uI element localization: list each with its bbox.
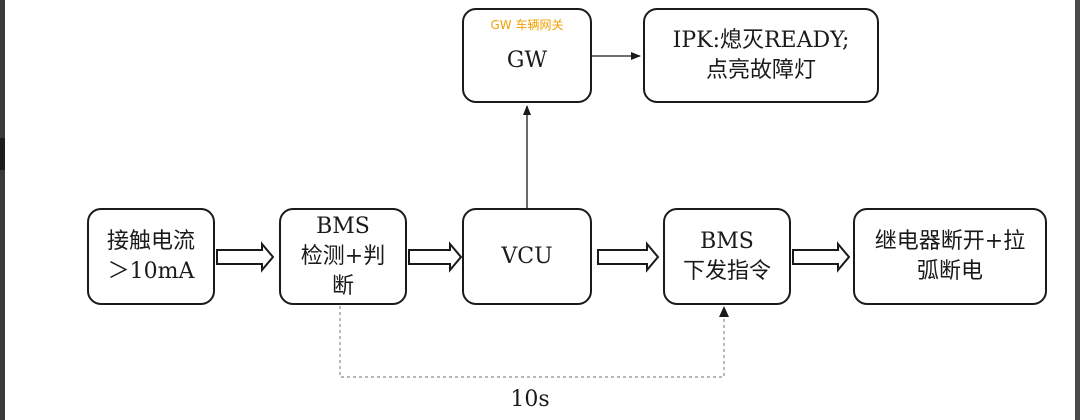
bms-command-line-2: 下发指令 — [682, 258, 771, 284]
relay-line-2: 弧断电 — [916, 258, 983, 284]
bms-detect-line-3: 断 — [331, 273, 354, 299]
command-to-relay-arrow — [792, 241, 851, 273]
bms-detect-line-2: 检测+判 — [300, 243, 386, 269]
window-left-edge — [0, 0, 5, 420]
relay-line-1: 继电器断开+拉 — [874, 228, 1026, 254]
bms-detect-line-1: BMS — [316, 213, 370, 239]
bms-delay-dashed-path — [339, 306, 725, 378]
bms-command-line-1: BMS — [700, 228, 754, 254]
gw-watermark: GW 车辆网关 — [490, 18, 564, 32]
gw-label: GW — [506, 47, 548, 73]
contact-current-box: 接触电流 ＞10mA — [87, 208, 215, 305]
bms-to-vcu-arrow — [408, 241, 463, 273]
relay-box: 继电器断开+拉 弧断电 — [853, 208, 1047, 305]
vcu-to-command-arrow — [597, 241, 660, 273]
contact-line-2: ＞10mA — [107, 258, 195, 284]
ipk-box: IPK:熄灭READY; 点亮故障灯 — [643, 8, 879, 103]
vcu-label: VCU — [501, 243, 553, 269]
contact-to-bms-arrow — [216, 241, 275, 273]
window-right-edge — [1075, 0, 1080, 420]
window-left-edge-marker — [0, 138, 5, 170]
delay-arrowhead — [719, 306, 729, 317]
delay-label: 10s — [510, 387, 550, 412]
ipk-line-1: IPK:熄灭READY; — [672, 27, 850, 53]
bms-detect-box: BMS 检测+判 断 — [279, 208, 407, 305]
vcu-box: VCU — [462, 208, 592, 305]
gw-box: GW 车辆网关 GW — [462, 8, 592, 103]
contact-line-1: 接触电流 — [106, 228, 195, 254]
bms-command-box: BMS 下发指令 — [663, 208, 791, 305]
ipk-line-2: 点亮故障灯 — [705, 57, 816, 83]
